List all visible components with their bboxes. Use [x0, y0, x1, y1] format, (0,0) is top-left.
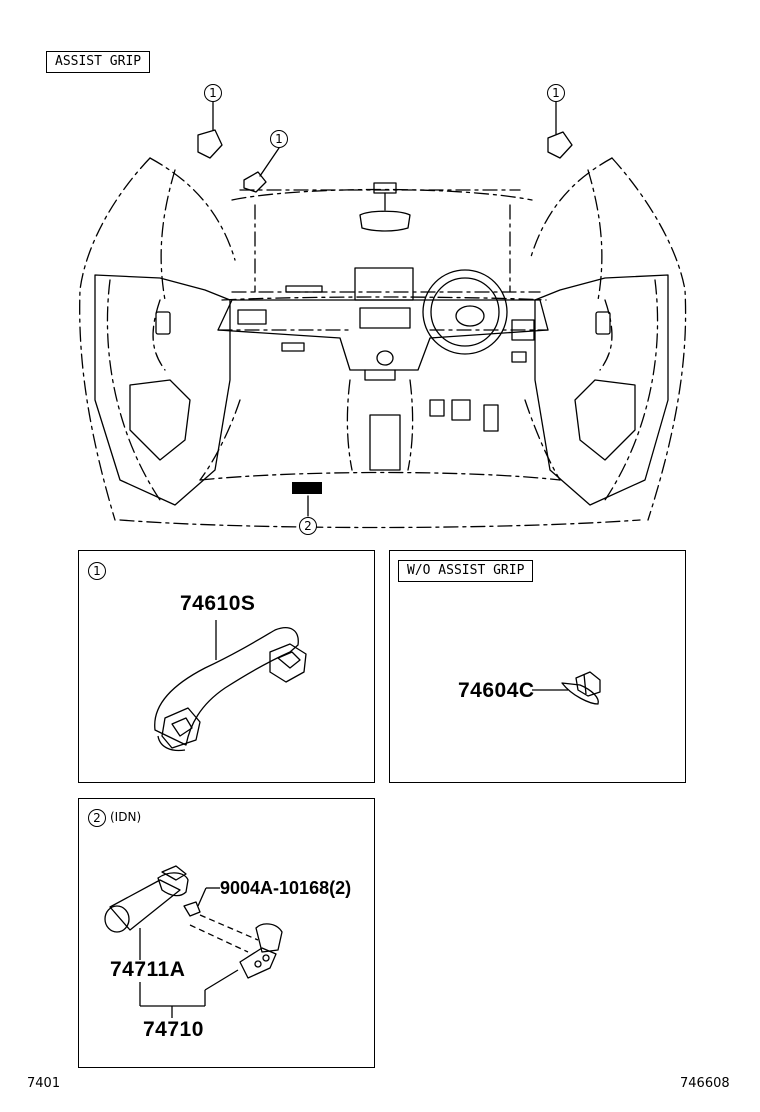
part-number-9004a-10168: 9004A-10168(2) — [220, 878, 352, 898]
panel-without-assist-grip — [389, 550, 686, 783]
lamp-location-marker — [292, 482, 322, 494]
callout-1-right: 1 — [547, 84, 565, 102]
wo-assist-grip-tag: W/O ASSIST GRIP — [398, 560, 534, 582]
part-number-74711a: 74711A — [110, 958, 186, 981]
panel3-callout: 2 — [88, 809, 106, 827]
part-number-74710: 74710 — [143, 1018, 204, 1041]
footer-left-code: 7401 — [27, 1076, 61, 1091]
part-number-74604c: 74604C — [458, 679, 535, 702]
footer-right-code: 746608 — [680, 1076, 730, 1091]
panel1-callout: 1 — [88, 562, 106, 580]
callout-1-left: 1 — [204, 84, 222, 102]
idn-note: (IDN) — [110, 810, 142, 824]
panel-lamp-idn — [78, 798, 375, 1068]
panel-assist-grip — [78, 550, 375, 783]
callout-2-bottom: 2 — [299, 517, 317, 535]
part-number-74610s: 74610S — [180, 592, 256, 615]
assist-grip-tag: ASSIST GRIP — [46, 51, 151, 73]
callout-1-center: 1 — [270, 130, 288, 148]
